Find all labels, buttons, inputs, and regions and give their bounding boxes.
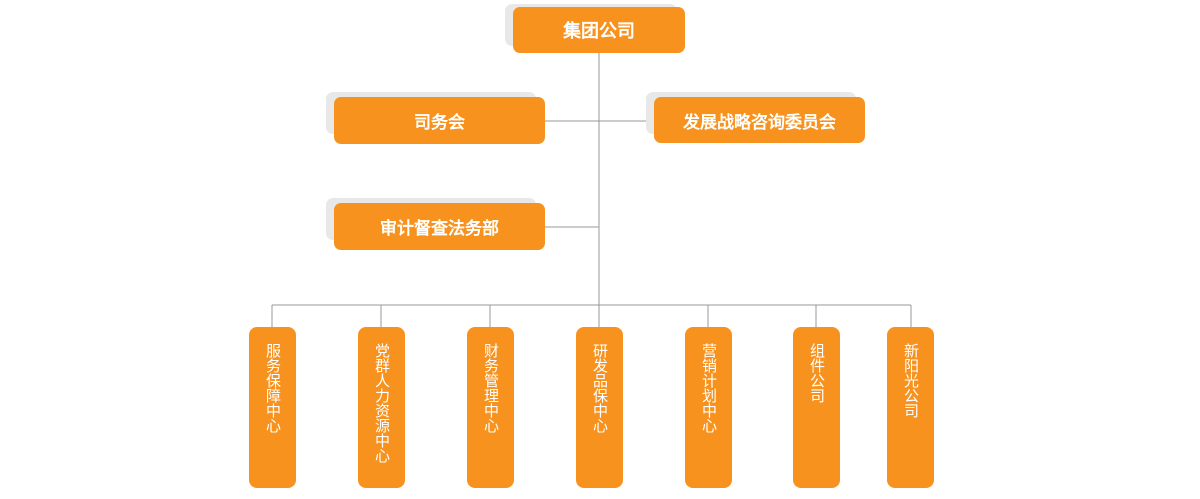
root-node: 集团公司 — [513, 7, 685, 53]
dept-node: 研发品保中心 — [576, 327, 623, 488]
node-audit-legal: 审计督查法务部 — [334, 203, 545, 250]
dept-node: 新阳光公司 — [887, 327, 934, 488]
node-siwuhui: 司务会 — [334, 97, 545, 144]
dept-node: 党群人力资源中心 — [358, 327, 405, 488]
node-label: 审计督查法务部 — [380, 219, 499, 239]
node-strategy-committee: 发展战略咨询委员会 — [654, 97, 865, 143]
dept-label: 财务管理中心 — [482, 343, 500, 433]
node-label: 发展战略咨询委员会 — [683, 112, 836, 133]
dept-node: 组件公司 — [793, 327, 840, 488]
dept-node: 财务管理中心 — [467, 327, 514, 488]
dept-label: 营销计划中心 — [700, 343, 718, 433]
dept-label: 组件公司 — [808, 343, 826, 403]
dept-label: 党群人力资源中心 — [373, 343, 391, 463]
dept-label: 服务保障中心 — [264, 343, 282, 433]
dept-label: 研发品保中心 — [591, 343, 609, 433]
dept-node: 服务保障中心 — [249, 327, 296, 488]
dept-label: 新阳光公司 — [902, 343, 920, 418]
dept-node: 营销计划中心 — [685, 327, 732, 488]
root-label: 集团公司 — [563, 21, 635, 42]
node-label: 司务会 — [414, 113, 465, 133]
